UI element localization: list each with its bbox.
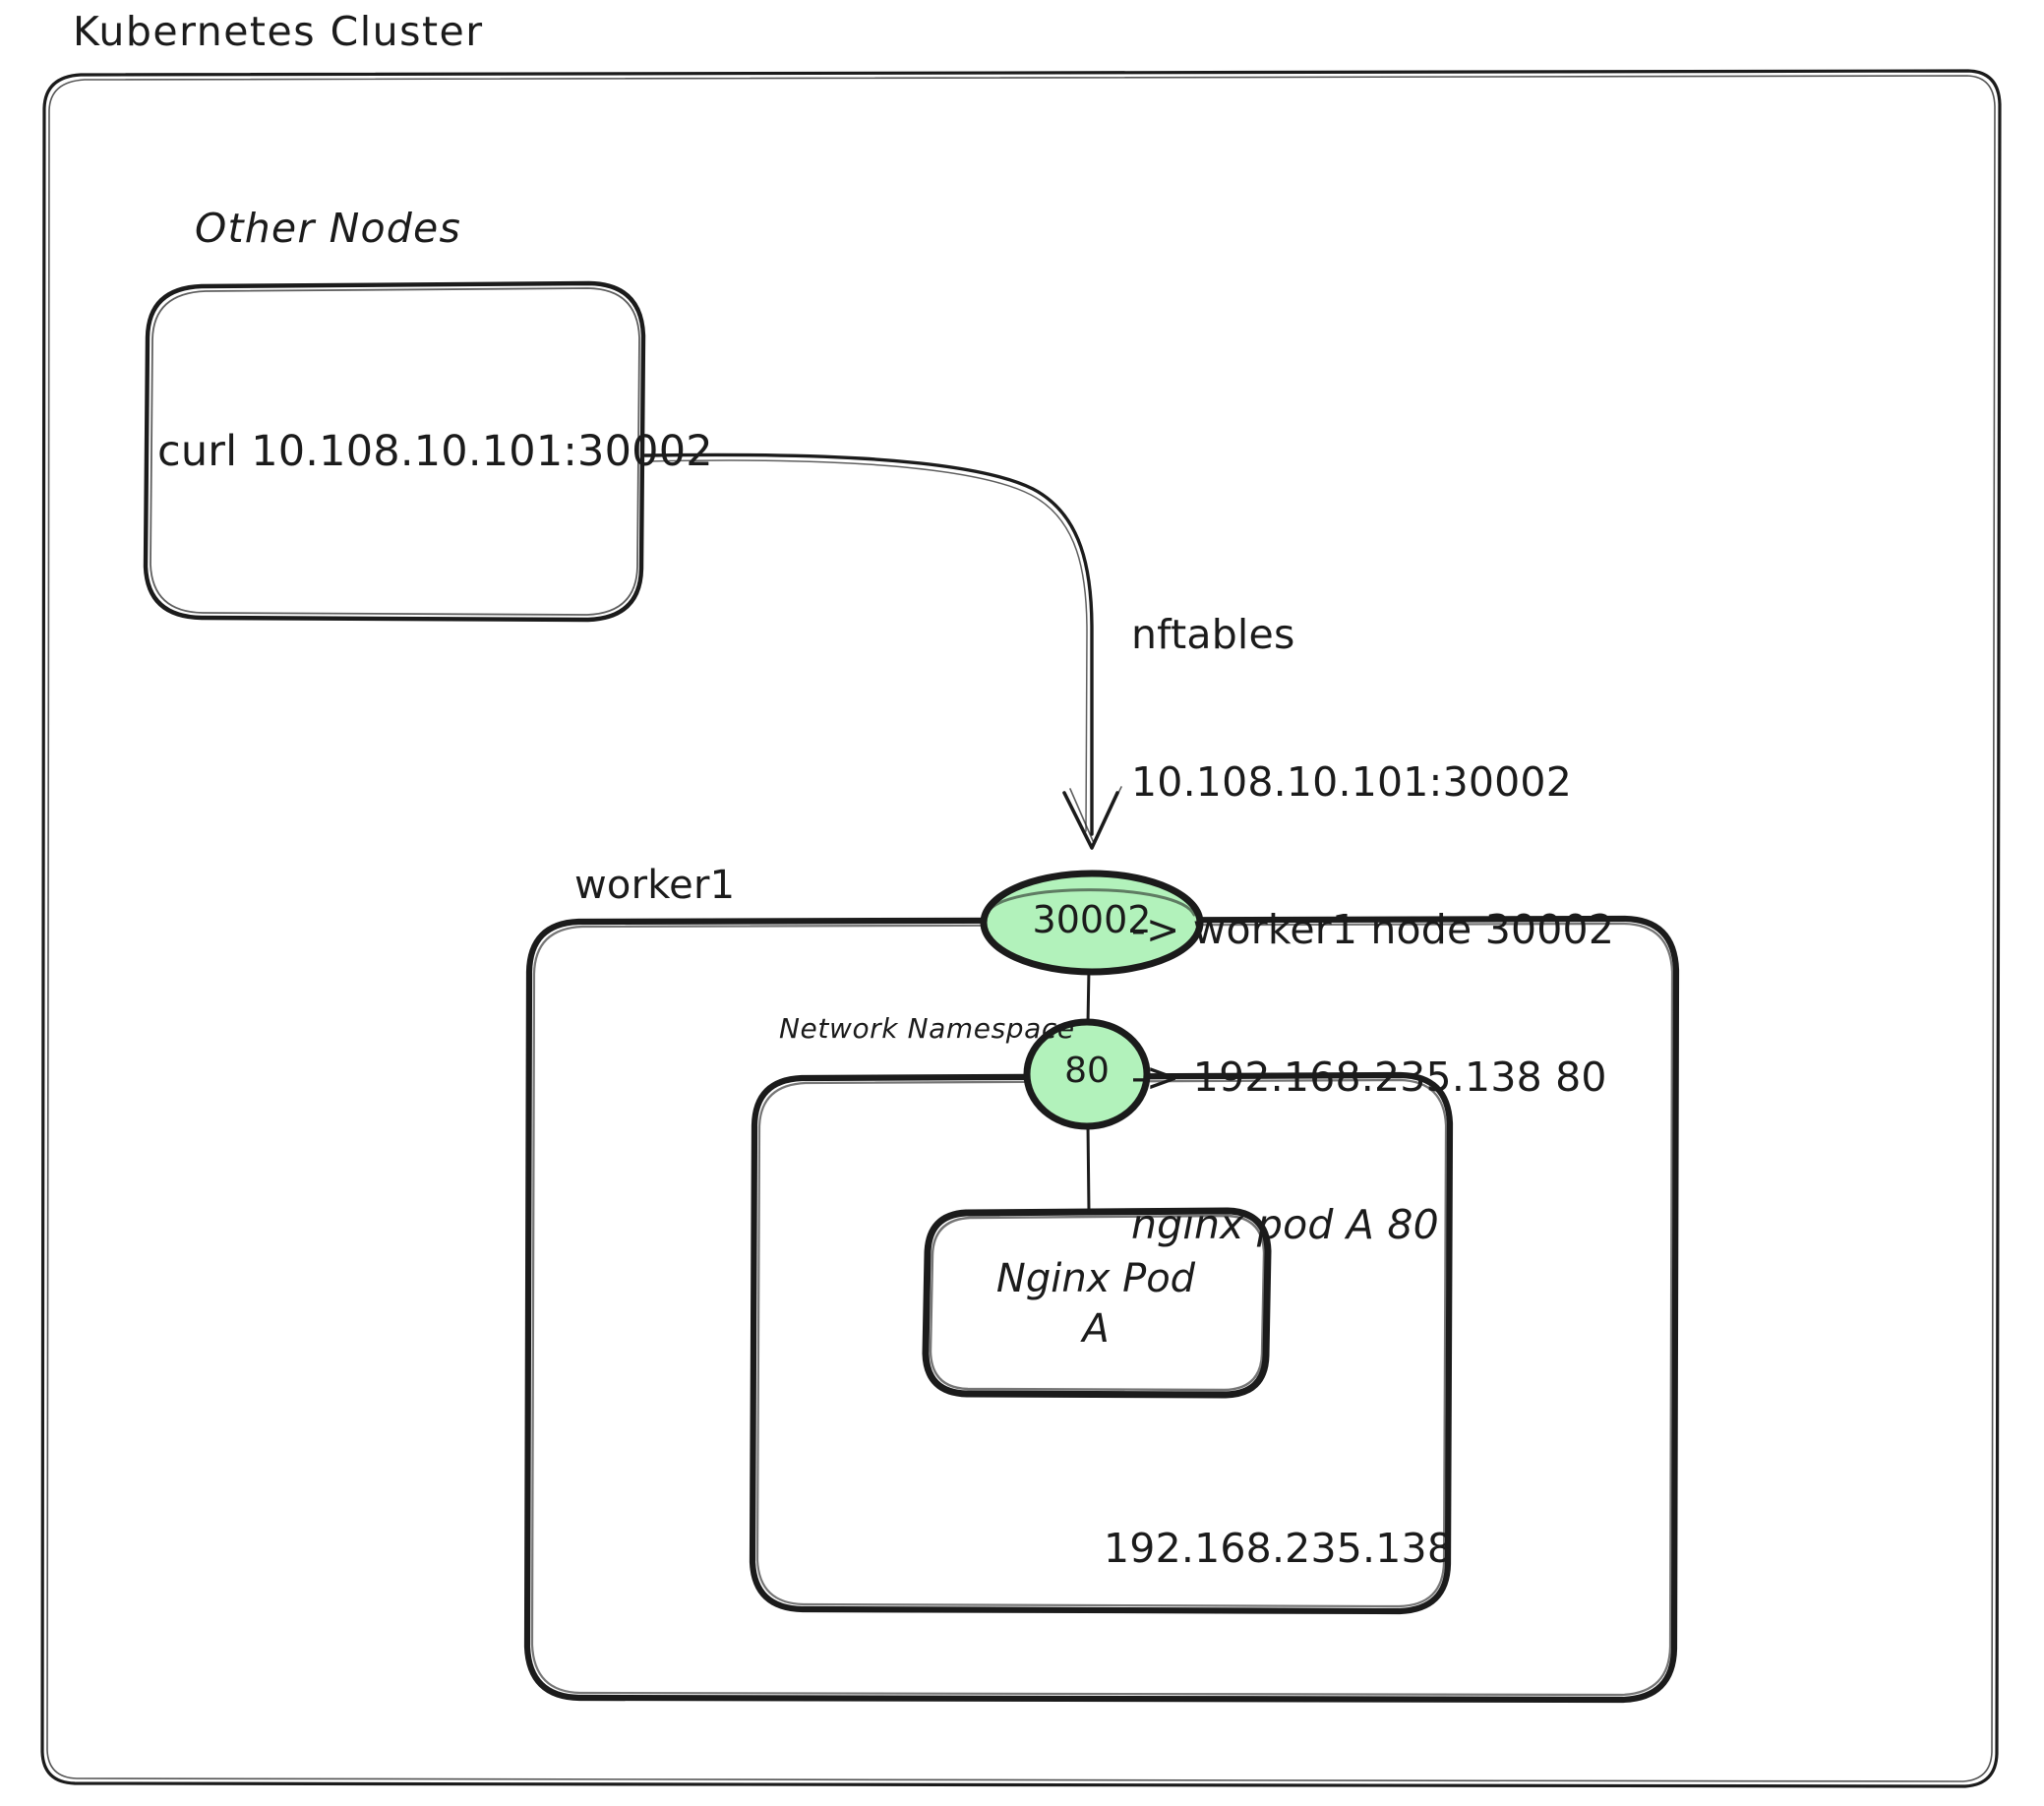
nftables-line-1: nftables: [1131, 611, 1295, 659]
worker1-label: worker1: [574, 863, 736, 908]
containerport-ellipse[interactable]: [1023, 1018, 1151, 1130]
connector-nodeport-to-port: [1086, 967, 1091, 1026]
pod-ip-label: 192.168.235.138: [1104, 1525, 1454, 1572]
cluster-boundary: [40, 69, 2002, 1788]
network-namespace-label: Network Namespace: [779, 1012, 1075, 1045]
other-nodes-label: Other Nodes: [195, 205, 462, 252]
nftables-line-3: -> worker1 node 30002: [1131, 906, 1615, 954]
nginx-pod-box: [922, 1207, 1272, 1399]
containerport-label: 80: [1064, 1051, 1110, 1091]
worker1-box: [523, 915, 1680, 1704]
cluster-title: Kubernetes Cluster: [73, 8, 484, 55]
network-namespace-box: [749, 1071, 1454, 1615]
nftables-annotation: nftables 10.108.10.101:30002 -> worker1 …: [1131, 512, 1614, 1348]
nodeport-label: 30002: [1032, 898, 1152, 941]
other-nodes-box: [143, 280, 646, 623]
traffic-flow-arrow: [643, 452, 1122, 850]
nginx-pod-suffix: A: [1082, 1306, 1110, 1353]
nftables-line-5: nginx pod A 80: [1131, 1201, 1439, 1249]
nftables-line-2: 10.108.10.101:30002: [1131, 758, 1572, 807]
nginx-pod-label: Nginx Pod A: [925, 1254, 1267, 1354]
connector-port-to-pod: [1086, 1121, 1091, 1213]
nftables-line-4: -> 192.168.235.138 80: [1131, 1054, 1607, 1102]
curl-command-text: curl 10.108.10.101:30002: [157, 427, 713, 476]
nodeport-ellipse[interactable]: [980, 870, 1204, 976]
nginx-pod-name: Nginx Pod: [995, 1256, 1196, 1301]
